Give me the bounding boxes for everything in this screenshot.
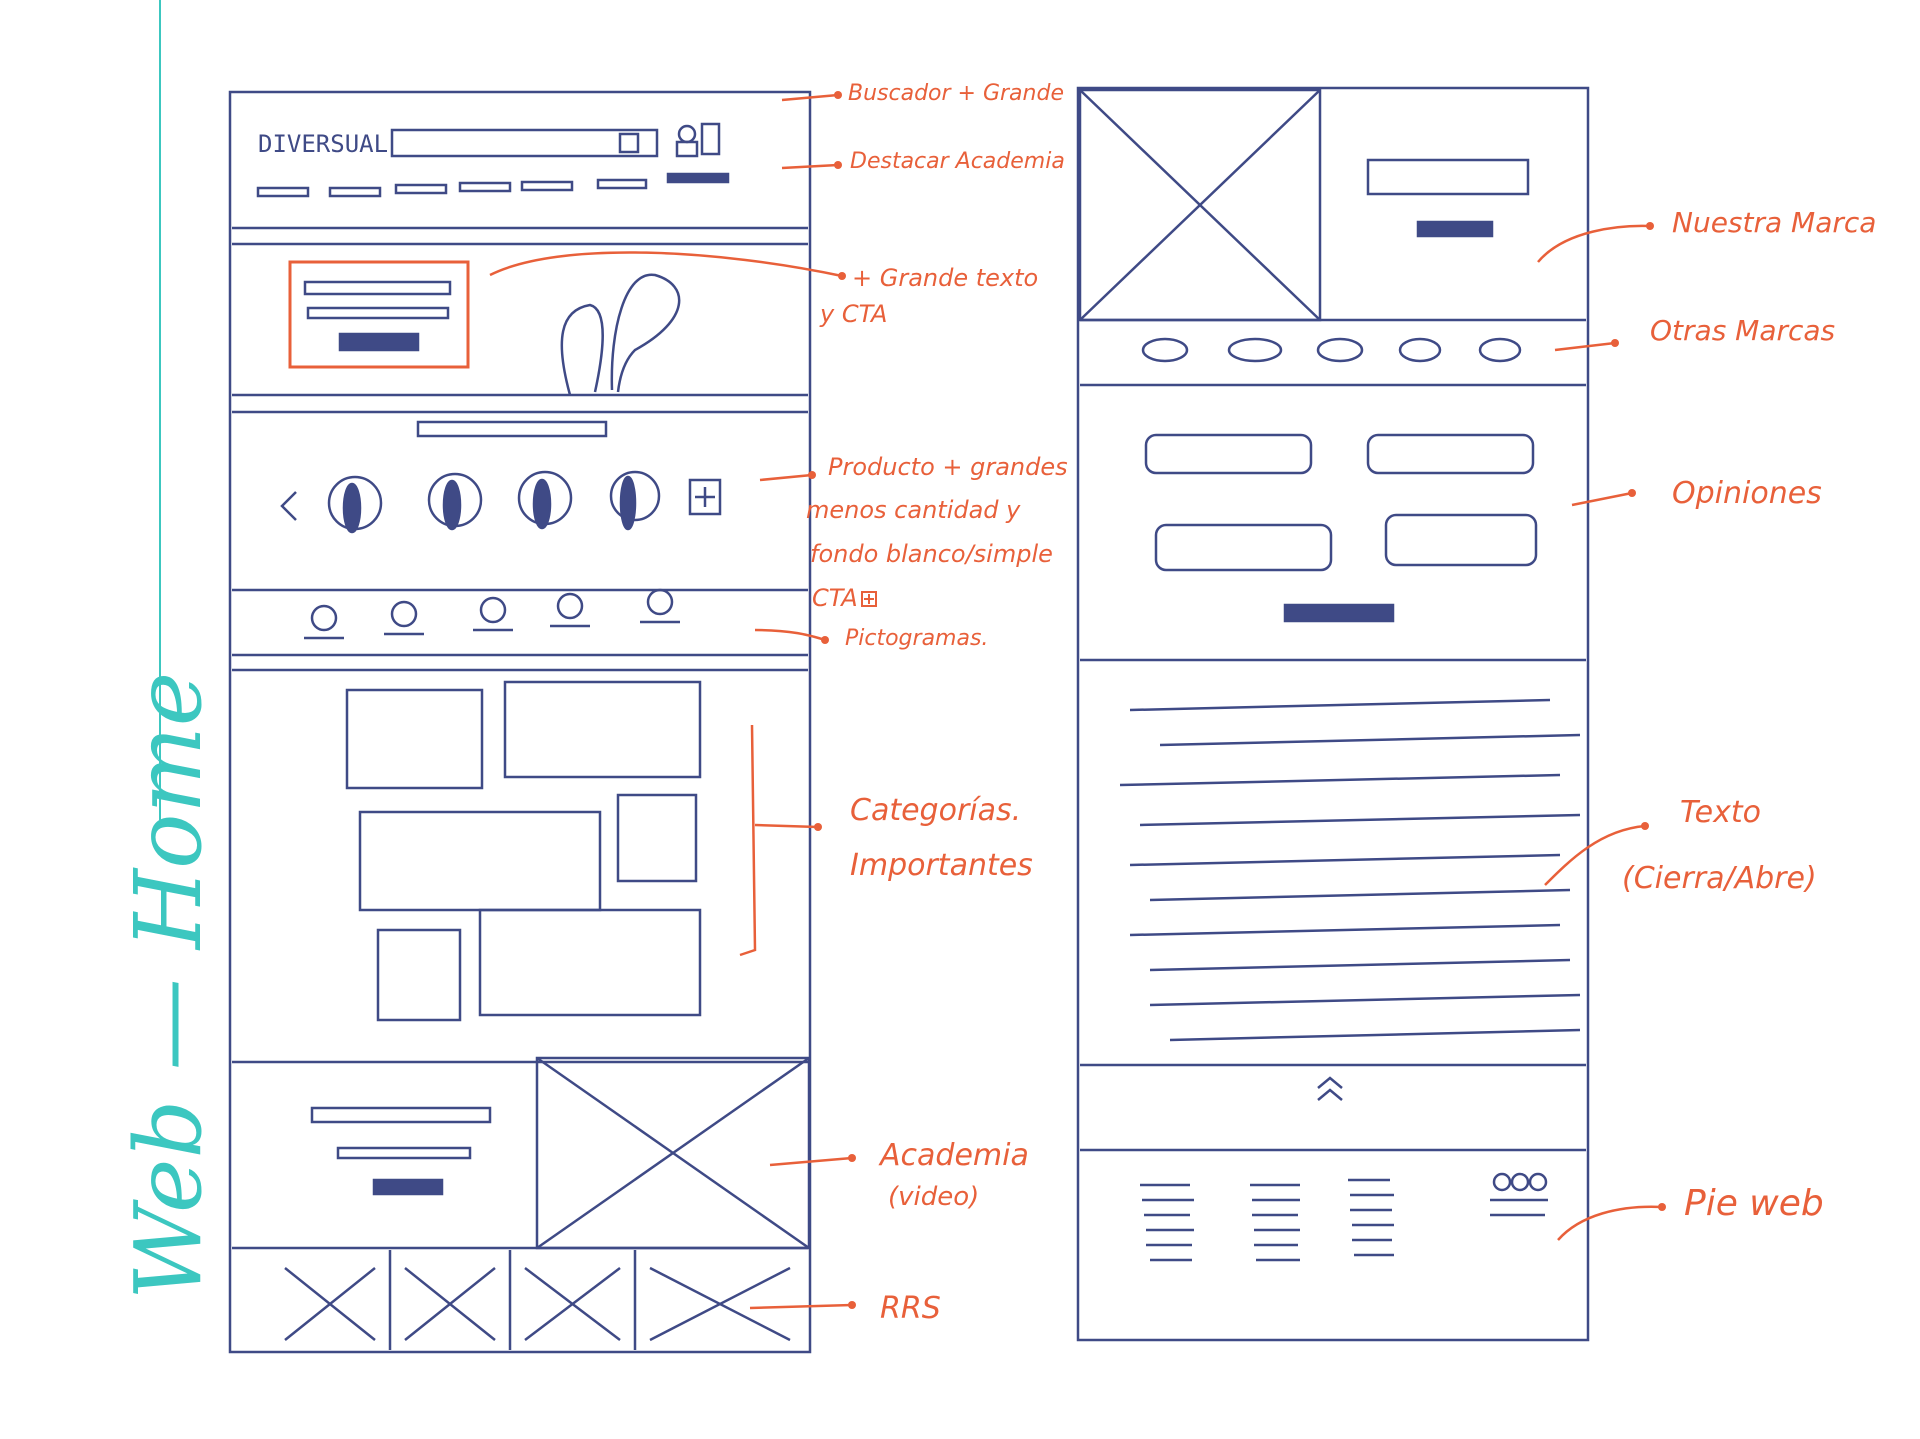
plus-box-icon [861, 591, 877, 607]
product-items [327, 470, 661, 534]
annotation-arrows [489, 91, 1666, 1310]
add-more-icon [688, 478, 722, 516]
other-brand-logos [1141, 337, 1522, 363]
category-tiles [345, 680, 702, 1022]
brand-title-bar [1366, 158, 1530, 196]
page-title: Web — Home [115, 672, 222, 1300]
footer-social-icons [1492, 1172, 1548, 1192]
review-cards [1144, 433, 1538, 572]
text-lines [1119, 698, 1581, 1042]
annotation-buscador: Buscador + Grande [848, 81, 1064, 106]
academia-title-bar [310, 1106, 492, 1124]
annotation-product-4: CTA [812, 584, 858, 612]
hero-cta [338, 332, 420, 352]
social-tiles [284, 1250, 791, 1350]
annotation-hero-1: + Grande texto [852, 264, 1038, 292]
footer-links [1140, 1178, 1548, 1262]
annotation-hero-2: y CTA [819, 300, 887, 328]
expand-chevron [1317, 1076, 1343, 1089]
pictograms [304, 588, 680, 640]
logo: DIVERSUAL [258, 130, 388, 158]
annotation-product-1: Producto + grandes [828, 453, 1068, 481]
annotation-academia-1: Academia [878, 1138, 1029, 1173]
user-icon [677, 124, 697, 144]
annotation-pie-web: Pie web [1684, 1183, 1824, 1224]
product-title-bar [416, 420, 608, 438]
annotation-product-2: menos cantidad y [806, 496, 1021, 524]
annotation-categorias-1: Categorías. [850, 793, 1021, 828]
annotation-destacar: Destacar Academia [850, 149, 1065, 174]
academia-cta [372, 1178, 444, 1196]
annotation-categorias-2: Importantes [850, 848, 1033, 883]
search-bar [390, 128, 659, 158]
annotation-product-3: fondo blanco/simple [810, 540, 1053, 568]
right-wireframe [1076, 86, 1590, 1342]
annotation-academia-2: (video) [888, 1182, 979, 1212]
cart-icon [700, 122, 721, 156]
annotation-texto-2: (Cierra/Abre) [1622, 861, 1817, 896]
nav-items [256, 178, 648, 198]
annotation-otras-marcas: Otras Marcas [1650, 314, 1835, 347]
nav-highlight [666, 172, 730, 184]
annotation-texto-1: Texto [1680, 795, 1761, 830]
left-wireframe [228, 90, 812, 1354]
reviews-cta [1283, 603, 1395, 623]
brand-cta [1416, 220, 1494, 238]
hero-figure [560, 303, 604, 396]
annotation-pictogramas: Pictogramas. [845, 626, 988, 651]
carousel-arrow-left [280, 491, 297, 521]
hero-text-box [288, 260, 470, 369]
search-icon [618, 132, 640, 154]
annotation-rrss: RRS [880, 1291, 941, 1326]
annotation-opiniones: Opiniones [1672, 476, 1822, 511]
annotation-nuestra-marca: Nuestra Marca [1672, 206, 1876, 239]
